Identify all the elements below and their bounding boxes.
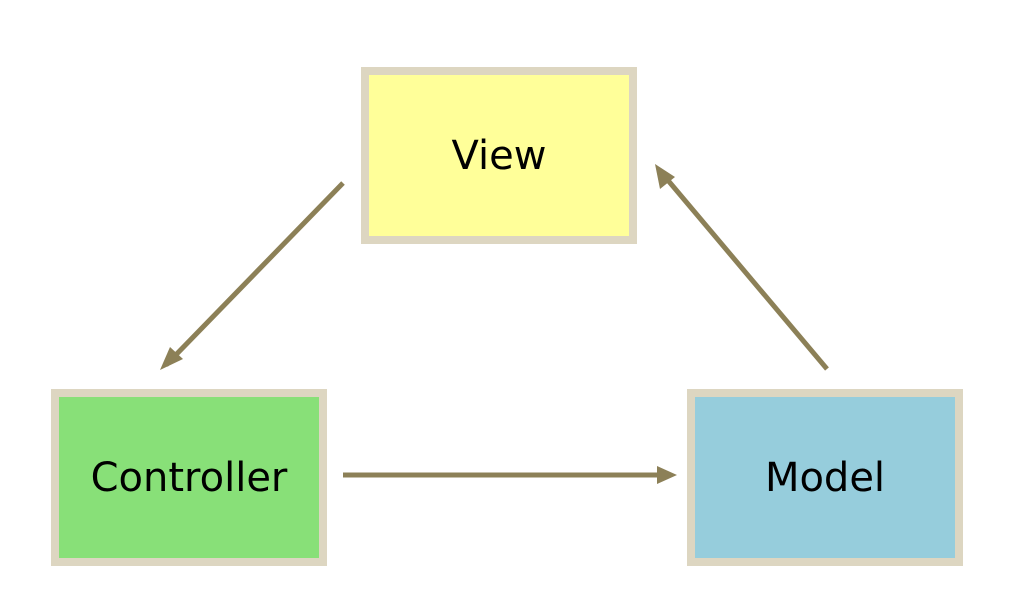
edge-model-to-view	[664, 176, 829, 371]
view-box: View	[361, 67, 637, 244]
model-box: Model	[687, 389, 963, 566]
controller-label: Controller	[90, 454, 288, 501]
model-label: Model	[764, 454, 886, 501]
arrowhead-view	[655, 164, 675, 189]
edge-view-to-controller	[164, 181, 345, 367]
controller-box: Controller	[51, 389, 327, 566]
arrowhead-model	[657, 466, 677, 484]
arrowhead-controller	[160, 347, 183, 370]
view-label: View	[451, 132, 547, 179]
